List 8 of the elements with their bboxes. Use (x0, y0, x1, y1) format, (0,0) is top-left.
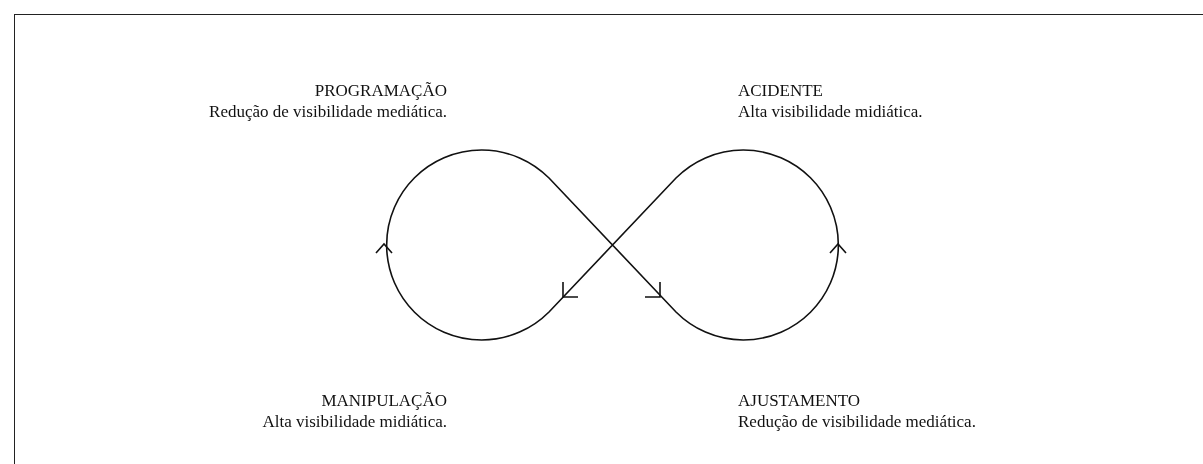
section-heading: ACIDENTE (738, 80, 824, 101)
section-description: Alta visibilidade midiática. (261, 411, 447, 432)
section-heading: AJUSTAMENTO (738, 390, 862, 411)
section-heading: MANIPULAÇÃO (320, 390, 447, 411)
section-description: Redução de visibilidade mediática. (208, 101, 447, 122)
section-description: Redução de visibilidade mediática. (738, 411, 977, 432)
section-heading: PROGRAMAÇÃO (313, 80, 447, 101)
section-description: Alta visibilidade midiática. (738, 101, 924, 122)
